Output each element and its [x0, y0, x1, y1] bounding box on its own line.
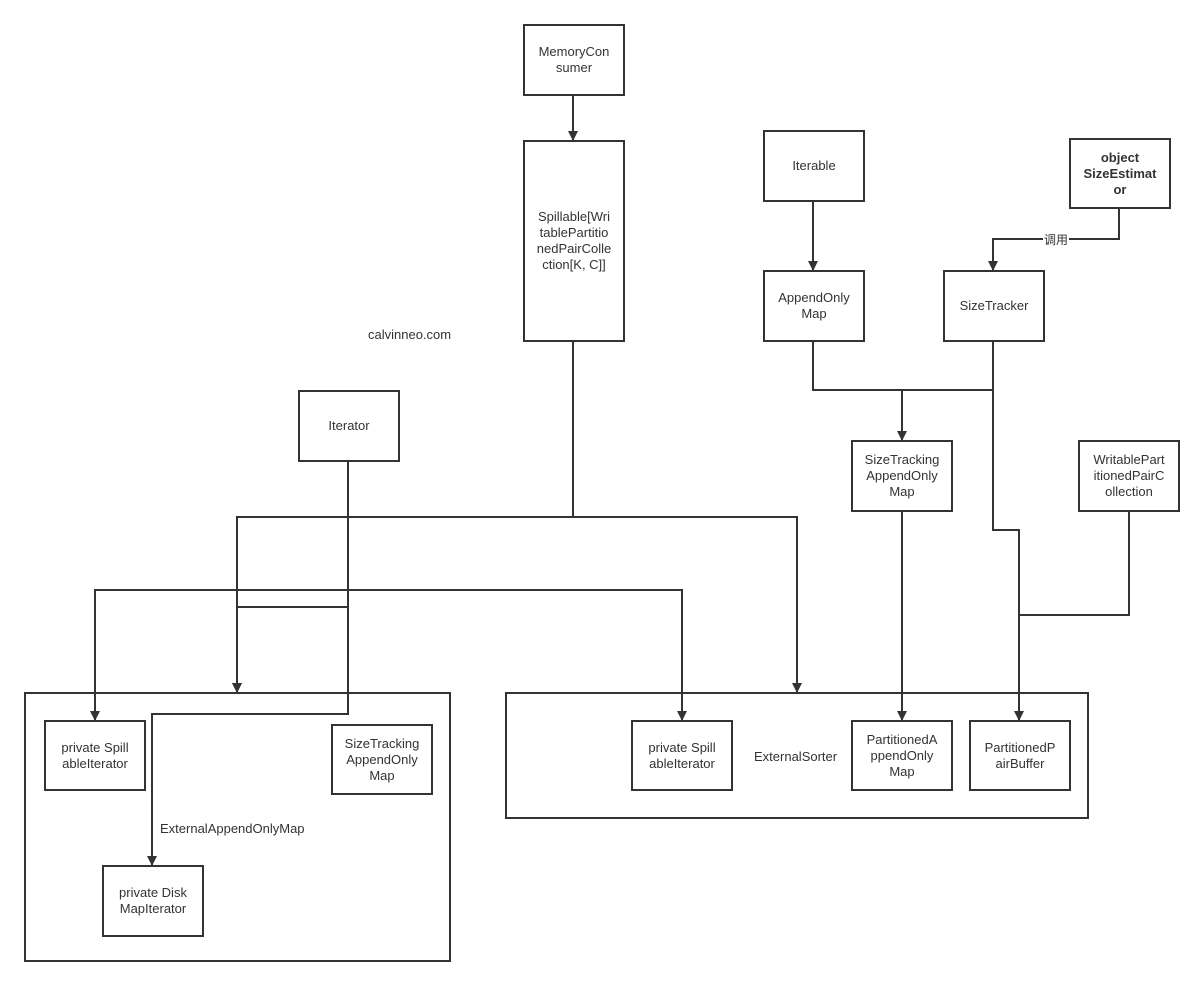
- label-external-sorter: ExternalSorter: [754, 749, 838, 764]
- node-size-tracking-aom-left: SizeTracking AppendOnly Map: [331, 724, 433, 795]
- container-external-sorter: [505, 692, 1089, 819]
- node-writable-partitioned-pair-collection: WritablePart itionedPairC ollection: [1078, 440, 1180, 512]
- node-iterator: Iterator: [298, 390, 400, 462]
- edge-iterator-to-private-spillable-left: [90, 589, 348, 721]
- node-size-tracking-aom-top: SizeTracking AppendOnly Map: [851, 440, 953, 512]
- node-size-tracking-aom-left-label: SizeTracking AppendOnly Map: [344, 735, 420, 783]
- edge-iterator-to-externalappendonlymap: [232, 590, 349, 693]
- node-private-disk-map-iterator-label: private Disk MapIterator: [119, 885, 187, 916]
- node-iterator-label: Iterator: [328, 418, 370, 433]
- node-iterable-label: Iterable: [792, 158, 836, 173]
- node-partitioned-append-only-map: PartitionedA ppendOnly Map: [851, 720, 953, 791]
- label-external-append-only-map: ExternalAppendOnlyMap: [160, 821, 305, 836]
- edge-spillable-to-externalappendonlymap: [232, 516, 573, 693]
- edge-sizetracker-to-pairbuffer: [992, 390, 1024, 721]
- node-append-only-map: AppendOnly Map: [763, 270, 865, 342]
- edge-writablepc-to-pairbuffer: [1019, 511, 1130, 616]
- edge-iterator-to-diskmapiterator: [147, 607, 349, 866]
- node-partitioned-aom-label: PartitionedA ppendOnly Map: [866, 731, 938, 779]
- node-memory-consumer-label: MemoryCon sumer: [538, 44, 610, 75]
- node-private-spillable-iterator-left: private Spill ableIterator: [44, 720, 146, 791]
- node-writable-pc-label: WritablePart itionedPairC ollection: [1093, 452, 1165, 499]
- node-private-spillable-iterator-right: private Spill ableIterator: [631, 720, 733, 791]
- edge-label-calls: 调用: [1043, 233, 1070, 247]
- node-size-tracker: SizeTracker: [943, 270, 1045, 342]
- edge-spillable-to-externalsorter: [573, 516, 802, 693]
- node-memory-consumer: MemoryCon sumer: [523, 24, 625, 96]
- node-size-estimator: object SizeEstimat or: [1069, 138, 1171, 209]
- node-spillable-label: Spillable[Wri tablePartitio nedPairColle…: [536, 209, 612, 272]
- edge-appendonlymap-merge: [812, 341, 993, 391]
- node-spillable: Spillable[Wri tablePartitio nedPairColle…: [523, 140, 625, 342]
- node-size-estimator-label: object SizeEstimat or: [1083, 149, 1157, 197]
- edge-iterator-to-private-spillable-right: [348, 589, 687, 721]
- node-private-disk-map-iterator: private Disk MapIterator: [102, 865, 204, 937]
- node-partitioned-pair-buffer: PartitionedP airBuffer: [969, 720, 1071, 791]
- node-size-tracking-aom-top-label: SizeTracking AppendOnly Map: [864, 452, 940, 499]
- node-iterable: Iterable: [763, 130, 865, 202]
- container-external-append-only-map: [24, 692, 451, 962]
- node-private-spillable-left-label: private Spill ableIterator: [61, 739, 129, 771]
- node-partitioned-pair-buffer-label: PartitionedP airBuffer: [984, 739, 1056, 771]
- node-size-tracker-label: SizeTracker: [959, 298, 1029, 313]
- watermark: calvinneo.com: [368, 327, 452, 342]
- node-append-only-map-label: AppendOnly Map: [778, 290, 850, 321]
- node-private-spillable-right-label: private Spill ableIterator: [648, 739, 716, 771]
